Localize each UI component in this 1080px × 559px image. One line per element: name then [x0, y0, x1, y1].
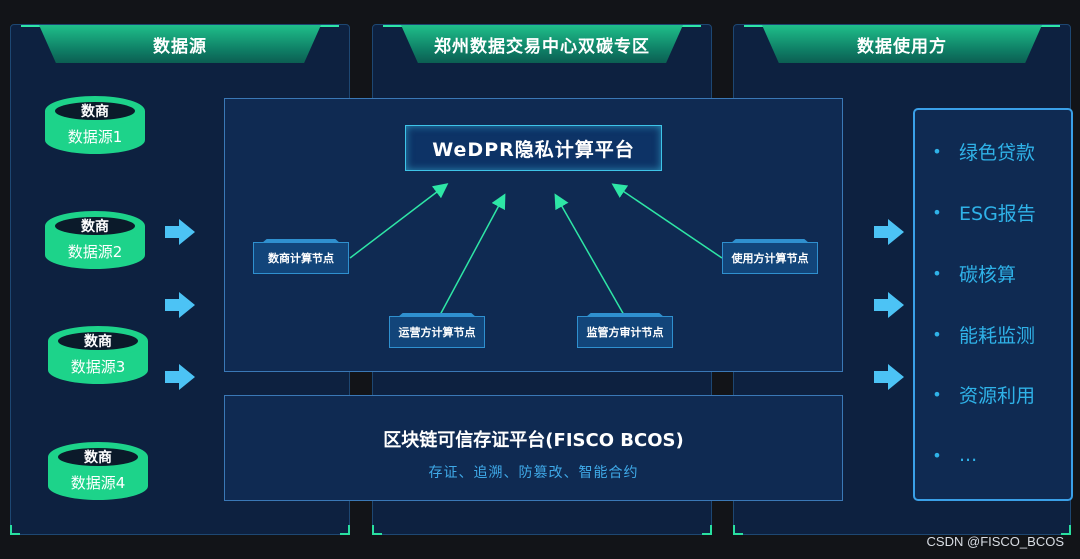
list-item: • ESG报告 — [915, 197, 1071, 227]
data-user-panel-title: 数据使用方 — [762, 25, 1042, 63]
list-item: • 资源利用 — [915, 379, 1071, 409]
wedpr-platform-title: WeDPR隐私计算平台 — [405, 125, 662, 171]
data-source-cylinder-3: 数据源3 数商 — [48, 326, 148, 384]
data-source-merchant-label: 数商 — [58, 332, 138, 350]
flow-arrow-right-icon — [874, 364, 904, 390]
connector-user — [611, 183, 723, 259]
bullet-icon: • — [932, 324, 942, 344]
zhengzhou-zone-panel-title: 郑州数据交易中心双碳专区 — [401, 25, 683, 63]
blockchain-platform-features: 存证、追溯、防篡改、智能合约 — [428, 465, 639, 481]
list-item: • 绿色贷款 — [915, 136, 1071, 166]
operator-compute-node: 运营方计算节点 — [389, 316, 485, 348]
merchant-compute-node: 数商计算节点 — [253, 242, 349, 274]
use-label: 资源利用 — [959, 384, 1036, 407]
corner-decoration — [1061, 525, 1071, 535]
connector-regulator — [554, 193, 625, 316]
regulator-audit-node: 监管方审计节点 — [577, 316, 673, 348]
blockchain-platform-box: 区块链可信存证平台(FISCO BCOS) 存证、追溯、防篡改、智能合约 — [224, 395, 843, 501]
data-uses-list: • 绿色贷款 • ESG报告 • 碳核算 • 能耗监测 • 资源利用 • ... — [913, 108, 1073, 501]
use-label: 碳核算 — [959, 263, 1017, 286]
data-source-merchant-label: 数商 — [58, 448, 138, 466]
user-compute-node: 使用方计算节点 — [722, 242, 818, 274]
connector-operator — [439, 193, 506, 316]
bullet-icon: • — [932, 141, 942, 161]
flow-arrow-right-icon — [165, 364, 195, 390]
corner-decoration — [10, 525, 20, 535]
data-source-cylinder-2: 数据源2 数商 — [45, 211, 145, 269]
flow-arrow-right-icon — [874, 292, 904, 318]
data-source-panel-title: 数据源 — [39, 25, 321, 63]
corner-decoration — [733, 525, 743, 535]
use-label: ESG报告 — [959, 202, 1036, 225]
list-item: • 能耗监测 — [915, 319, 1071, 349]
corner-decoration — [372, 525, 382, 535]
connector-merchant — [349, 183, 449, 259]
flow-arrow-right-icon — [165, 292, 195, 318]
use-label: 绿色贷款 — [959, 141, 1036, 164]
data-source-cylinder-4: 数据源4 数商 — [48, 442, 148, 500]
watermark: CSDN @FISCO_BCOS — [926, 534, 1064, 549]
bullet-icon: • — [932, 384, 942, 404]
list-item: • ... — [915, 440, 1071, 470]
blockchain-platform-title: 区块链可信存证平台(FISCO BCOS) — [383, 430, 684, 451]
list-item: • 碳核算 — [915, 258, 1071, 288]
data-source-cylinder-1: 数据源1 数商 — [45, 96, 145, 154]
use-label: 能耗监测 — [959, 324, 1036, 347]
bullet-icon: • — [932, 263, 942, 283]
flow-arrow-right-icon — [874, 219, 904, 245]
use-label: ... — [959, 444, 978, 466]
bullet-icon: • — [932, 445, 942, 465]
bullet-icon: • — [932, 202, 942, 222]
corner-decoration — [702, 525, 712, 535]
data-source-merchant-label: 数商 — [55, 102, 135, 120]
corner-decoration — [340, 525, 350, 535]
flow-arrow-right-icon — [165, 219, 195, 245]
data-source-merchant-label: 数商 — [55, 217, 135, 235]
